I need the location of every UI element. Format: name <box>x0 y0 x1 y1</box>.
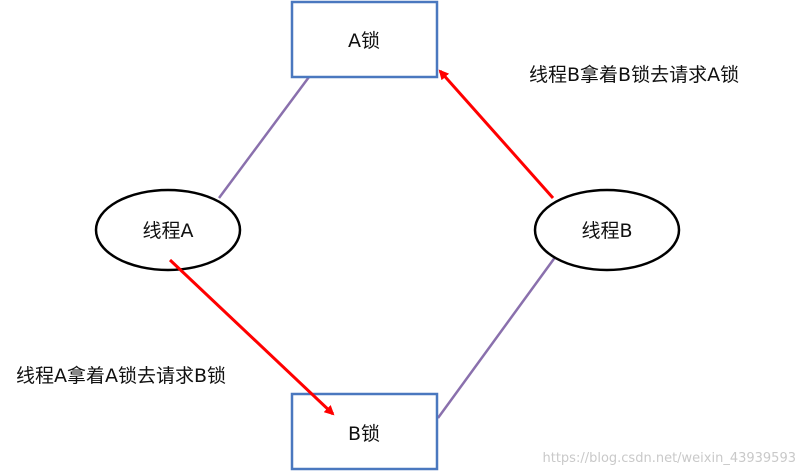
thread-a-node <box>94 188 242 272</box>
request-arrow-thread-b-to-lock-a <box>438 69 555 199</box>
hold-line-thread-b-lock-b <box>436 255 558 419</box>
watermark: https://blog.csdn.net/weixin_43939593 <box>542 451 796 466</box>
lock-a-label: A锁 <box>348 30 380 52</box>
lock-b-label: B锁 <box>348 423 380 445</box>
lock-a-box <box>290 0 439 79</box>
thread-a-label: 线程A <box>143 220 194 242</box>
edge-label-thread-a-requests-b: 线程A拿着A锁去请求B锁 <box>16 364 226 387</box>
thread-b-label: 线程B <box>581 220 632 242</box>
edge-label-thread-b-requests-a: 线程B拿着B锁去请求A锁 <box>529 63 739 86</box>
request-arrow-thread-a-to-lock-b <box>168 258 335 416</box>
lock-b-box <box>290 392 439 471</box>
thread-b-node <box>533 188 681 272</box>
